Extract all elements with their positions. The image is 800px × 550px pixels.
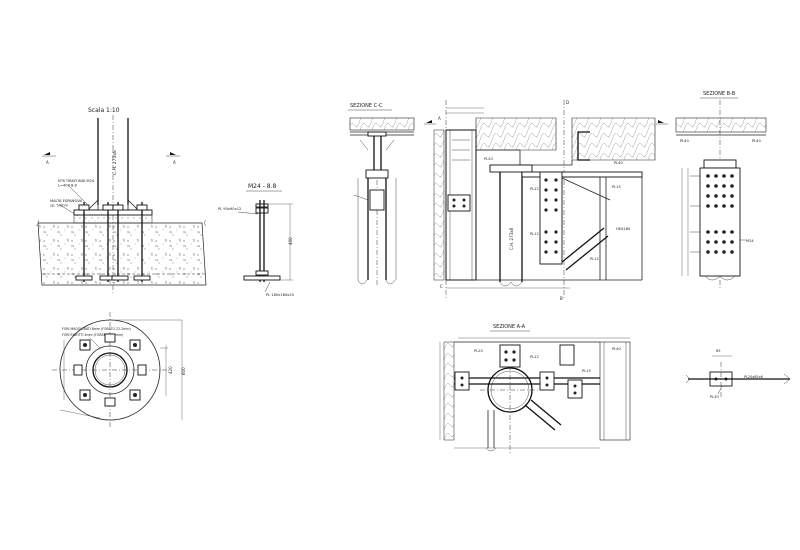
small-plate-label: PL20x65x6 [744,375,763,379]
main-label-pl12-a: PL12 [530,187,539,191]
detail-small-connection: 65 PL20x65x6 PL30 [685,349,791,399]
bolt-plate-top-label: PL 90x90x12 [218,207,241,211]
bb-bolts [706,174,734,254]
mark-b: B [560,296,563,301]
section-cc-title: SEZIONE C-C [350,103,383,109]
detail-base-elevation: Scala 1:10 C.H. 273x8 A A N°8 TIRAFONDI … [35,107,207,295]
plan-dim-main: 600 [181,367,186,375]
plan-note-1: FORI MAGGIORATI 8mm (FORATO 22-2mm) [62,327,131,331]
section-mark-a-right: A [166,152,180,165]
plan-bolt-plates [73,333,147,407]
plan-note-2: FORI RIDOTTI 4mm (FORATO 22-2mm) [62,333,123,337]
mark-c: C [440,284,443,289]
plan-dim-inner: 420 [168,366,173,374]
small-pl30-label: PL30 [710,395,719,399]
aa-label-pl12: PL12 [530,355,539,359]
section-aa: SEZIONE A-A PL12 [439,324,631,455]
bolt-title: M24 - 8.8 [248,183,277,190]
aa-label-pl15: PL15 [582,369,591,373]
main-bolts [544,178,558,254]
detail-base-plan: FORI MAGGIORATI 8mm (FORATO 22-2mm) FORI… [52,312,186,428]
small-dim-label: 65 [716,349,721,353]
main-label-pl40: PL40 [614,161,623,165]
section-bb: SEZIONE B-B PL40 PL40 M24 [675,91,767,290]
aa-label-pl40: PL40 [612,347,621,351]
bb-label-m24: M24 [746,239,754,243]
main-column-label: C.H. 273x8 [509,227,514,250]
aa-label-pl20: PL20 [474,349,483,353]
section-aa-title: SEZIONE A-A [493,324,526,330]
bb-label-pl40-left: PL40 [680,139,689,143]
section-cc: SEZIONE C-C [348,103,415,285]
scale-label: Scala 1:10 [88,107,120,114]
bb-label-pl40-right: PL40 [752,139,761,143]
section-main-elevation: C.H. 273x8 PL40 PL20 PL12 PL12 [424,100,668,301]
column-label: C.H. 273x8 [112,150,118,175]
main-label-pl15: PL15 [612,185,621,189]
anchor-rods [75,202,151,282]
svg-text:A: A [46,160,49,165]
detail-anchor-bolt: M24 - 8.8 PL 90x90x12 PL 180x180x20 400 [218,183,295,297]
section-mark-a-left: A [42,152,56,165]
section-bb-title: SEZIONE B-B [703,91,736,97]
main-label-pl12-c: PL12 [590,257,599,261]
bolt-length: 400 [288,237,293,245]
main-label-pl12-b: PL12 [530,232,539,236]
main-label-hea: HEA160 [616,227,631,231]
bolt-plate-bottom-label: PL 180x180x20 [266,293,295,297]
main-label-pl20: PL20 [484,157,493,161]
svg-text:A: A [173,160,176,165]
mark-d: D [566,100,569,105]
mark-a: A [438,116,441,121]
